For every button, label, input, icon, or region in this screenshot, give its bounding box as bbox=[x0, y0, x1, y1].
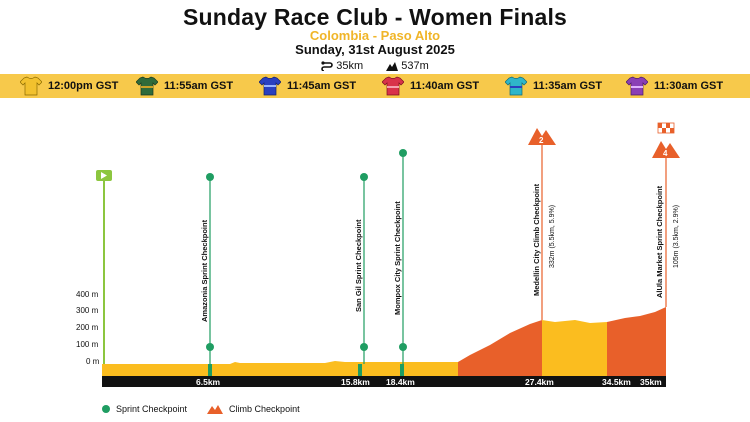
finish-flag-icon bbox=[657, 122, 675, 134]
km-marker: 15.8km bbox=[341, 377, 370, 387]
checkpoint-label: AlUla Market Sprint Checkpoint bbox=[655, 185, 664, 298]
yellow-jersey-icon bbox=[20, 76, 42, 96]
distance-value: 35km bbox=[336, 60, 364, 72]
flat-section bbox=[102, 361, 458, 376]
checkpoint-label: Mompox City Sprint Checkpoint bbox=[393, 201, 402, 315]
start-time-label: 11:35am GST bbox=[533, 80, 603, 92]
purple-jersey-icon bbox=[626, 76, 648, 96]
checkpoint-label: San Gil Sprint Checkpoint bbox=[354, 219, 363, 312]
start-time-3: 11:45am GST bbox=[259, 74, 356, 98]
distance-stat: 35km bbox=[321, 60, 363, 72]
legend: Sprint Checkpoint Climb Checkpoint bbox=[102, 404, 300, 414]
race-location: Colombia - Paso Alto bbox=[309, 28, 441, 43]
start-time-label: 11:40am GST bbox=[410, 80, 480, 92]
mountain-marker-icon bbox=[528, 128, 556, 145]
sprint-legend-label: Sprint Checkpoint bbox=[116, 404, 188, 414]
start-time-5: 11:35am GST bbox=[505, 74, 602, 98]
checkpoint-detail: 105m (3.5km, 2.9%) bbox=[673, 205, 680, 268]
climb-section-1 bbox=[458, 320, 542, 376]
climb-legend-icon bbox=[207, 405, 224, 414]
y-tick-label: 200 m bbox=[76, 323, 99, 332]
sprint-checkpoint-mompox: Mompox City Sprint Checkpoint bbox=[393, 149, 407, 376]
mountain-marker-icon bbox=[652, 141, 680, 158]
checkpoint-detail: 332m (5.5km, 5.9%) bbox=[549, 205, 556, 268]
elevation-stat: 537m bbox=[386, 60, 429, 72]
checkpoint-label: Medellin City Climb Checkpoint bbox=[532, 183, 541, 296]
sprint-checkpoint-amazonia: Amazonia Sprint Checkpoint bbox=[200, 173, 214, 376]
climb-number: 4 bbox=[663, 149, 668, 158]
start-time-2: 11:55am GST bbox=[136, 74, 233, 98]
mountain-icon bbox=[386, 62, 399, 71]
climb-number: 2 bbox=[539, 136, 544, 145]
km-marker: 35km bbox=[640, 377, 662, 387]
start-time-label: 11:45am GST bbox=[287, 80, 357, 92]
climb-checkpoint-alula: 4 AlUla Market Sprint Checkpoint 105m (3… bbox=[652, 122, 680, 307]
race-stats: 35km 537m bbox=[0, 60, 750, 74]
climb-section-2 bbox=[607, 307, 666, 376]
y-tick-label: 100 m bbox=[76, 340, 99, 349]
km-marker: 18.4km bbox=[386, 377, 415, 387]
y-tick-label: 0 m bbox=[86, 357, 100, 366]
start-time-label: 11:55am GST bbox=[164, 80, 234, 92]
climb-legend-label: Climb Checkpoint bbox=[229, 404, 300, 414]
red-jersey-icon bbox=[382, 76, 404, 96]
km-marker: 6.5km bbox=[196, 377, 221, 387]
km-marker: 34.5km bbox=[602, 377, 631, 387]
km-marker: 27.4km bbox=[525, 377, 554, 387]
race-date: Sunday, 31st August 2025 bbox=[295, 42, 455, 57]
y-tick-label: 400 m bbox=[76, 290, 99, 299]
race-title: Sunday Race Club - Women Finals bbox=[182, 4, 568, 30]
start-times-banner: 12:00pm GST 11:55am GST 11:45am GST 11:4… bbox=[0, 74, 750, 98]
elevation-value: 537m bbox=[401, 60, 429, 72]
climb-checkpoint-medellin: 2 Medellin City Climb Checkpoint 332m (5… bbox=[528, 128, 556, 320]
checkpoint-label: Amazonia Sprint Checkpoint bbox=[200, 219, 209, 322]
start-time-4: 11:40am GST bbox=[382, 74, 479, 98]
sprint-legend-icon bbox=[102, 405, 110, 413]
green-jersey-icon bbox=[136, 76, 158, 96]
start-time-label: 11:30am GST bbox=[654, 80, 724, 92]
start-time-label: 12:00pm GST bbox=[48, 80, 119, 92]
sprint-checkpoint-san-gil: San Gil Sprint Checkpoint bbox=[354, 173, 368, 376]
plateau-section bbox=[542, 320, 607, 376]
play-icon bbox=[101, 172, 107, 179]
blue-jersey-icon bbox=[259, 76, 281, 96]
cyan-jersey-icon bbox=[505, 76, 527, 96]
route-icon bbox=[321, 61, 334, 71]
elevation-profile: 400 m 300 m 200 m 100 m 0 m 6.5km 15.8km… bbox=[76, 122, 680, 387]
start-time-1: 12:00pm GST bbox=[20, 74, 118, 98]
y-tick-label: 300 m bbox=[76, 306, 99, 315]
distance-bar bbox=[102, 376, 666, 387]
start-time-6: 11:30am GST bbox=[626, 74, 723, 98]
